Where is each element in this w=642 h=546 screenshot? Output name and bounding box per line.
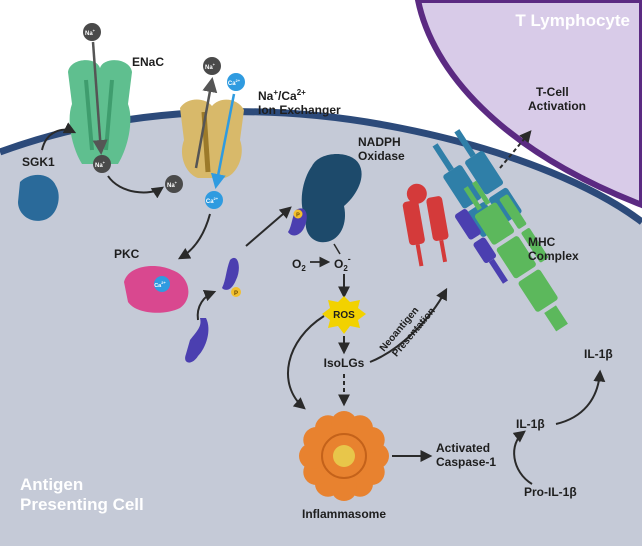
na-ca-exchanger <box>180 99 244 178</box>
il1b-inner-label: IL-1β <box>516 417 545 431</box>
svg-text:Ca2+: Ca2+ <box>206 196 219 205</box>
na-ion-exchanger-in: Na+ <box>165 175 183 193</box>
exchanger-ca-in-arrow <box>210 93 236 189</box>
mhc-label-line2: Complex <box>528 249 579 263</box>
nadph-label-line2: Oxidase <box>358 149 405 163</box>
antigen-cell-label-line1: Antigen <box>20 475 83 494</box>
p47phox-subunit <box>185 318 209 363</box>
enac-label: ENaC <box>132 55 164 69</box>
ros-label: ROS <box>333 310 355 321</box>
co-receptor <box>455 209 508 284</box>
ca-to-pkc-arrow <box>177 213 211 260</box>
ca-ion-inside: Ca2+ <box>205 191 223 209</box>
svg-text:Na+: Na+ <box>205 62 216 71</box>
antigen-cell-label-line2: Presenting Cell <box>20 495 144 514</box>
red-receptor <box>402 183 449 267</box>
ca-ion-exchanger-out: Ca2+ <box>227 73 245 91</box>
inflammasome-label: Inflammasome <box>302 507 386 521</box>
il1b-secretion-arrow <box>555 369 606 425</box>
ca-ion-pkc: Ca2+ <box>154 276 170 292</box>
na-ion-exchanger-out: Na+ <box>203 57 221 75</box>
enac-channel <box>68 60 132 164</box>
sgk1-arrow <box>41 122 77 151</box>
inflammasome-hub <box>333 445 355 467</box>
nadph-to-superoxide-arrow <box>333 243 341 255</box>
o2-label: O2 <box>292 257 306 273</box>
svg-text:Ca2+: Ca2+ <box>228 78 241 87</box>
ros-to-inflammasome-arrow <box>287 315 325 410</box>
p47phox-phosphorylated <box>222 257 239 290</box>
svg-text:Na+: Na+ <box>85 28 96 37</box>
caspase-label-line2: Caspase-1 <box>436 455 496 469</box>
exchanger-na-out-arrow <box>194 77 218 169</box>
phosphate-marker-1: P <box>231 287 241 297</box>
sgk1-protein <box>18 174 59 221</box>
isolgs-label: IsoLGs <box>324 356 365 370</box>
nadph-oxidase <box>301 154 362 243</box>
mhc-label-line1: MHC <box>528 235 556 249</box>
superoxide-label: O2- <box>334 254 351 273</box>
tcell-activation-line2: Activation <box>528 99 586 113</box>
phosphate-marker-2: P <box>293 209 303 219</box>
caspase-label-line1: Activated <box>436 441 490 455</box>
exchanger-label: Na+/Ca2+ <box>258 88 306 103</box>
svg-text:P: P <box>234 291 238 297</box>
svg-text:P: P <box>296 213 300 219</box>
exchanger-label-line2: Ion Exchanger <box>258 103 341 117</box>
pro-il1b-label: Pro-IL-1β <box>524 485 577 499</box>
t-lymphocyte-label: T Lymphocyte <box>515 11 630 30</box>
nadph-label-line1: NADPH <box>358 135 401 149</box>
na-ion-enac-top: Na+ <box>83 23 101 41</box>
na-to-exchanger-arrow <box>107 175 164 199</box>
enac-flow-arrow <box>91 41 108 155</box>
sgk1-label: SGK1 <box>22 155 55 169</box>
svg-text:Na+: Na+ <box>167 180 178 189</box>
svg-text:Na+: Na+ <box>95 160 106 169</box>
t-lymphocyte-body <box>414 0 642 209</box>
inflammasome <box>299 411 389 501</box>
tcell-activation-line1: T-Cell <box>536 85 569 99</box>
pkc-to-protein-arrow <box>196 290 217 321</box>
neoantigen-arrow <box>369 287 448 363</box>
inflammasome-petal <box>358 427 385 453</box>
tcell-activation-arrow <box>499 130 532 169</box>
na-ion-enac-bottom: Na+ <box>93 155 111 173</box>
protein-to-nadph-arrow <box>245 206 292 247</box>
mhc-complex <box>463 180 568 332</box>
ros-burst <box>322 296 366 334</box>
svg-text:Ca2+: Ca2+ <box>154 280 166 289</box>
pkc-label: PKC <box>114 247 140 261</box>
il1b-outer-label: IL-1β <box>584 347 613 361</box>
pro-il1b-to-il1b-arrow <box>512 430 533 485</box>
